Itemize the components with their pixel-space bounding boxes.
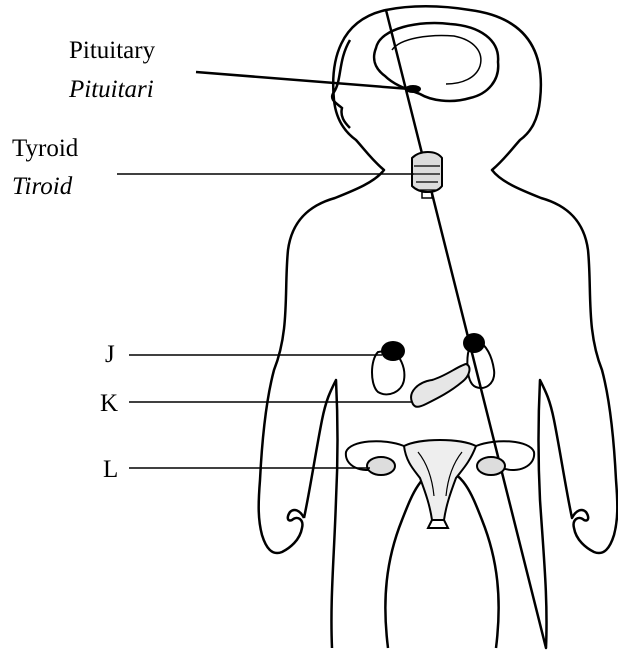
thyroid-translation-label: Tiroid [12,172,72,201]
adrenal-gland-left [381,341,405,361]
label-k: K [100,389,118,418]
thyroid-gland [412,152,442,198]
pituitary-translation-label: Pituitari [69,75,154,104]
thyroid-label: Tyroid [12,134,78,163]
pancreas [411,364,469,407]
brain-inner [392,36,481,84]
pituitary-leader-line [196,72,410,89]
label-j: J [105,340,115,369]
label-l: L [103,455,118,484]
pituitary-label: Pituitary [69,36,155,65]
adrenal-gland-right [463,333,485,353]
body-outline [259,6,618,648]
